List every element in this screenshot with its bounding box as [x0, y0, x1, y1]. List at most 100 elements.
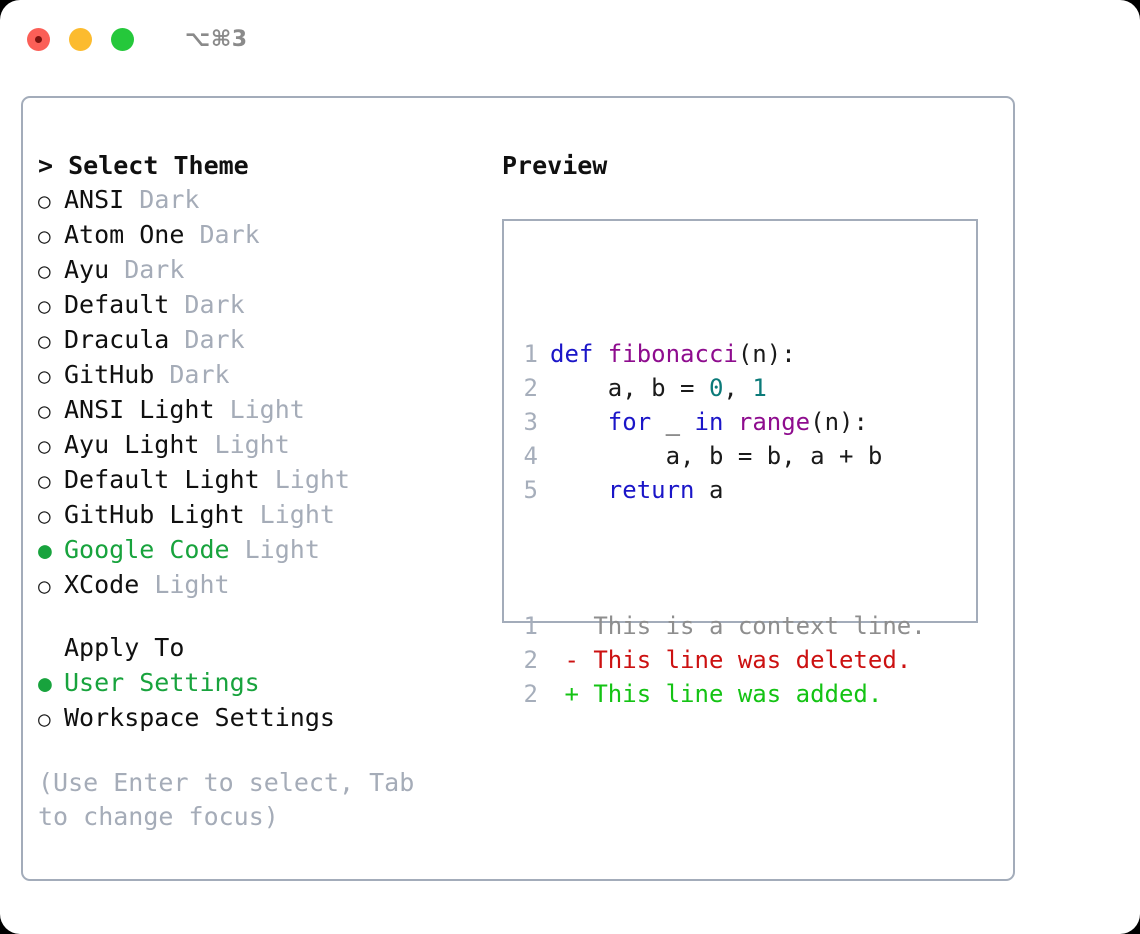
theme-item-variant: Dark — [169, 290, 245, 319]
theme-item-name: Google Code — [64, 535, 230, 564]
theme-item-variant: Dark — [169, 325, 245, 354]
diff-line-number: 2 — [523, 646, 538, 674]
diff-line-text: This is a context line. — [550, 612, 926, 640]
radio-unselected-icon[interactable]: ○ — [38, 504, 51, 528]
theme-item-name: Default — [64, 290, 170, 319]
diff-line-number: 2 — [523, 680, 538, 708]
theme-item-variant: Light — [259, 465, 350, 494]
theme-item-variant: Dark — [124, 185, 200, 214]
theme-item-github-light[interactable]: ○GitHub Light Light — [38, 498, 478, 533]
theme-item-name: Ayu Light — [64, 430, 200, 459]
apply-to-label-row: ○ Apply To — [38, 631, 478, 666]
line-number: 3 — [523, 408, 538, 436]
spacer — [38, 603, 478, 631]
theme-item-atom-one[interactable]: ○ Atom One Dark — [38, 218, 478, 253]
keyboard-hint-text: (Use Enter to select, Tab to change focu… — [38, 768, 415, 831]
code-token-fn: fibonacci — [607, 340, 738, 368]
apply-to-list: ● User Settings ○ Workspace Settings — [38, 666, 478, 736]
diff-line-number: 1 — [523, 612, 538, 640]
theme-item-name: ANSI — [64, 185, 125, 214]
theme-item-variant: Dark — [154, 360, 230, 389]
radio-unselected-icon[interactable]: ○ — [38, 224, 51, 248]
diff-line-ctx: 1 This is a context line. — [512, 609, 926, 643]
apply-to-label: Apply To — [64, 633, 185, 662]
diff-line-text: - This line was deleted. — [550, 646, 912, 674]
code-token-num: 0 — [708, 374, 724, 402]
radio-unselected-icon[interactable]: ○ — [38, 469, 51, 493]
theme-item-name: Default Light — [64, 465, 260, 494]
maximize-button[interactable] — [111, 27, 134, 51]
radio-unselected-icon[interactable]: ○ — [38, 259, 51, 283]
code-line: 3 for _ in range(n): — [512, 405, 926, 439]
code-line-text: a, b = b, a + b — [550, 439, 883, 473]
code-line-text: a, b = 0, 1 — [550, 371, 767, 405]
apply-to-item-workspace-settings[interactable]: ○ Workspace Settings — [38, 701, 478, 736]
radio-unselected-icon[interactable]: ○ — [38, 364, 51, 388]
theme-item-github[interactable]: ○ GitHub Dark — [38, 358, 478, 393]
code-line: 4 a, b = b, a + b — [512, 439, 926, 473]
theme-item-xcode[interactable]: ○ XCode Light — [38, 568, 478, 603]
theme-item-name: GitHub — [64, 360, 155, 389]
theme-item-variant: Dark — [109, 255, 185, 284]
theme-list: ○ANSI Dark○Atom One Dark○Ayu Dark○Defaul… — [38, 183, 478, 603]
code-token-txt: (n): — [810, 408, 868, 436]
code-token-txt: (n): — [737, 340, 796, 368]
apply-to-item-name: Workspace Settings — [64, 703, 335, 732]
minimize-button[interactable] — [69, 27, 92, 51]
radio-unselected-icon[interactable]: ○ — [38, 434, 51, 458]
line-number: 5 — [523, 476, 538, 504]
theme-item-variant: Light — [214, 395, 305, 424]
theme-item-variant: Dark — [184, 220, 260, 249]
title-bar: ⌥⌘3 — [0, 0, 1140, 78]
diff-line-text: + This line was added. — [550, 680, 883, 708]
apply-to-item-name: User Settings — [64, 668, 260, 697]
code-token-kw: return — [550, 476, 695, 504]
radio-selected-icon[interactable]: ● — [38, 538, 52, 564]
theme-item-google-code[interactable]: ● Google Code Light — [38, 533, 478, 568]
theme-selector-column: > Select Theme ○ANSI Dark○Atom One Dark○… — [38, 149, 478, 834]
line-number: 4 — [523, 442, 538, 470]
theme-item-name: GitHub Light — [64, 500, 245, 529]
theme-item-name: Atom One — [64, 220, 185, 249]
code-token-kw: in — [694, 408, 738, 436]
theme-item-name: ANSI Light — [64, 395, 215, 424]
code-token-txt: _ — [651, 408, 695, 436]
code-token-kw: def — [550, 340, 608, 368]
keyboard-shortcut-label: ⌥⌘3 — [185, 26, 248, 52]
radio-unselected-icon[interactable]: ○ — [38, 399, 51, 423]
theme-item-name: XCode — [64, 570, 140, 599]
radio-unselected-icon[interactable]: ○ — [38, 294, 51, 318]
apply-to-item-user-settings[interactable]: ● User Settings — [38, 666, 478, 701]
apply-to-marker-placeholder: ○ — [38, 632, 64, 666]
theme-item-ayu[interactable]: ○Ayu Dark — [38, 253, 478, 288]
radio-selected-icon[interactable]: ● — [38, 671, 52, 697]
radio-unselected-icon[interactable]: ○ — [38, 574, 51, 598]
diff-lines: 1 This is a context line. 2 - This line w… — [512, 609, 926, 711]
theme-item-variant: Light — [229, 535, 320, 564]
radio-unselected-icon[interactable]: ○ — [38, 707, 51, 731]
theme-item-dracula[interactable]: ○Dracula Dark — [38, 323, 478, 358]
close-button[interactable] — [27, 27, 50, 51]
theme-item-ansi[interactable]: ○ ANSI Dark — [38, 183, 478, 218]
select-theme-header: > Select Theme — [38, 151, 249, 180]
line-number: 2 — [523, 374, 538, 402]
theme-item-variant: Light — [199, 430, 290, 459]
theme-item-ansi-light[interactable]: ○ ANSI Light Light — [38, 393, 478, 428]
theme-item-variant: Light — [139, 570, 230, 599]
code-line-text: return a — [550, 473, 724, 507]
code-token-txt: a, b = — [550, 374, 709, 402]
code-token-kw: for — [550, 408, 652, 436]
theme-item-ayu-light[interactable]: ○ Ayu Light Light — [38, 428, 478, 463]
code-token-txt: , — [723, 374, 753, 402]
theme-item-default[interactable]: ○ Default Dark — [38, 288, 478, 323]
radio-unselected-icon[interactable]: ○ — [38, 329, 51, 353]
radio-unselected-icon[interactable]: ○ — [38, 189, 51, 213]
theme-item-default-light[interactable]: ○ Default Light Light — [38, 463, 478, 498]
window-controls — [27, 27, 134, 51]
